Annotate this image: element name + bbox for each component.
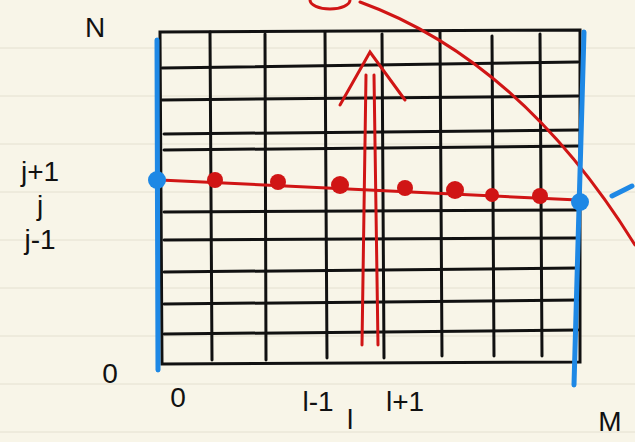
row-index: j [35,192,45,220]
axis-label: N [83,14,107,42]
row-index: j+1 [19,158,61,186]
row-index: j-1 [22,226,57,254]
column-index: l-1 [300,388,335,416]
column-index: l+1 [384,388,426,416]
axis-label: 0 [100,360,120,388]
axis-label: 0 [168,384,188,412]
axis-label: M [596,408,623,436]
column-index: l [345,406,355,434]
